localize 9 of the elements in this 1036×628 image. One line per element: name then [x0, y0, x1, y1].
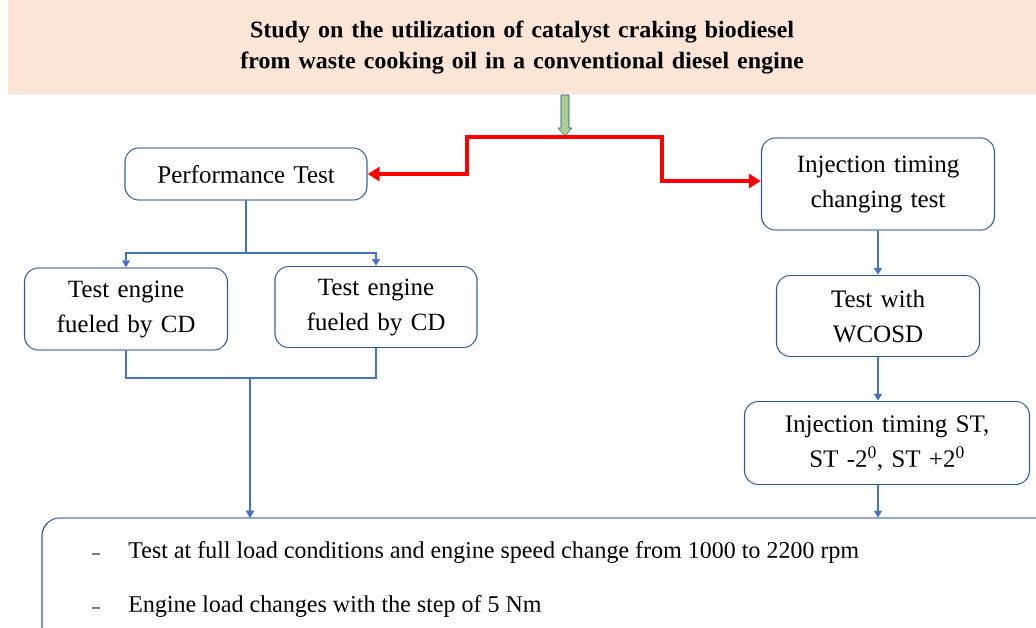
process-box: Injection timing ST, ST -2$^{0}$, ST +2$^{0}$: [743, 400, 1031, 486]
block-arrow: [557, 94, 573, 137]
process-box: Test engine fueled by CD: [23, 267, 229, 351]
notes-box: Test at full load conditions and engine speed change from 1000 to 2200 rpm Engine load changes with the step of 5 Nm: [41, 517, 1036, 628]
process-box: Test engine fueled by CD: [274, 265, 478, 349]
title-band: Study on the utilization of catalyst craking biodiesel from waste cooking oil in a conventional diesel engine: [8, 0, 1036, 95]
process-box: Test with WCOSD: [775, 274, 981, 358]
process-box: Injection timing changing test: [760, 137, 996, 231]
process-box: Performance Test: [124, 147, 368, 201]
